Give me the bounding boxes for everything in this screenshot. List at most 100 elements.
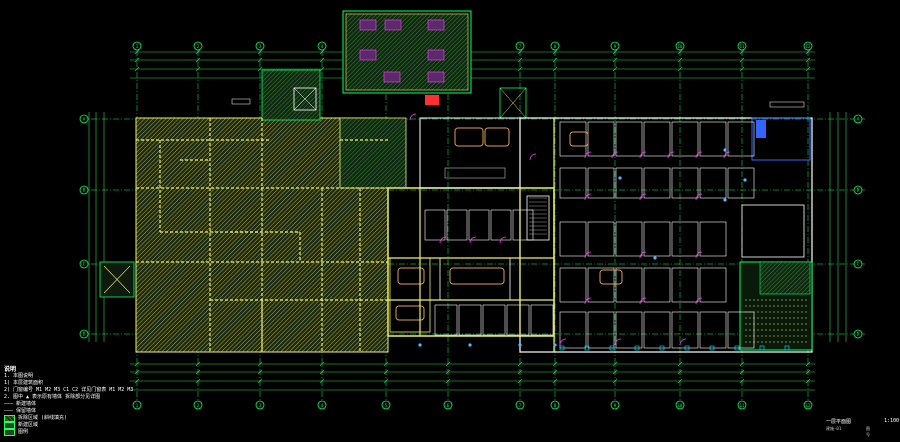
room — [559, 311, 587, 349]
column-marker — [684, 345, 690, 351]
column-marker — [559, 345, 565, 351]
door-swing — [639, 297, 647, 305]
dimension-tick — [677, 369, 683, 375]
grid-label-bottom: 8 — [554, 403, 557, 408]
room — [615, 311, 643, 349]
dimension-tick — [257, 378, 263, 384]
dimension-tick — [445, 369, 451, 375]
water-point — [743, 178, 747, 182]
door-swing — [695, 251, 703, 259]
room — [434, 304, 458, 336]
dimension-tick — [739, 369, 745, 375]
shaft-box — [293, 87, 317, 111]
solid-swatch-icon — [4, 429, 15, 436]
legend-note: 2) 门窗编号 M1 M2 M3 C1 C2 详见门窗表 M1 M2 M3 — [4, 387, 134, 393]
room — [671, 311, 699, 349]
grid-label-bottom: 12 — [806, 403, 811, 408]
door-swing — [679, 338, 687, 346]
dimension-tick — [134, 66, 140, 72]
hatched-annex — [339, 117, 407, 189]
room — [587, 167, 615, 199]
dimension-tick — [195, 361, 201, 367]
dimension-tick — [195, 369, 201, 375]
room — [727, 121, 755, 157]
dimension-tick — [805, 378, 811, 384]
grid-bubble-bottom — [737, 400, 747, 410]
room — [671, 167, 699, 199]
room — [671, 221, 699, 257]
water-point — [723, 198, 727, 202]
dimension-tick — [257, 57, 263, 63]
water-point — [723, 148, 727, 152]
dimension-tick — [195, 49, 201, 55]
grid-bubble-bottom — [317, 400, 327, 410]
legend-title: 说明 — [4, 366, 17, 373]
furniture-table — [484, 127, 510, 147]
drawing-scale: 1:100 — [884, 418, 900, 424]
room — [615, 221, 643, 257]
grid-label-top: 12 — [806, 44, 811, 49]
grid-label-top: 8 — [554, 44, 557, 49]
door-swing — [639, 193, 647, 201]
grid-bubble-left — [79, 114, 89, 124]
room — [699, 221, 727, 257]
grid-bubble-top — [675, 41, 685, 51]
dimension-tick — [805, 49, 811, 55]
dimension-tick — [517, 49, 523, 55]
room — [506, 304, 530, 336]
room — [727, 167, 755, 199]
door-swing — [584, 251, 592, 259]
room — [699, 311, 727, 349]
lobby-outline — [419, 117, 521, 189]
dimension-tick — [552, 57, 558, 63]
grid-label-bottom: 7 — [519, 403, 522, 408]
door-swing — [529, 153, 537, 161]
grid-label-bottom: 3 — [259, 403, 262, 408]
red-equipment — [425, 95, 439, 105]
grid-bubble-top — [803, 41, 813, 51]
room — [643, 267, 671, 303]
door-swing — [639, 151, 647, 159]
grid-bubble-right — [853, 114, 863, 124]
grid-label-left: A — [83, 117, 86, 122]
grid-label-right: B — [857, 188, 860, 193]
dimension-tick — [612, 361, 618, 367]
room — [615, 121, 643, 157]
drawing-number: 建施-01 — [826, 426, 842, 431]
column-marker — [609, 345, 615, 351]
door-swing — [559, 338, 567, 346]
door-swing — [695, 297, 703, 305]
dimension-tick — [195, 57, 201, 63]
furniture-table — [395, 305, 425, 321]
room — [559, 267, 587, 303]
dimension-tick — [612, 378, 618, 384]
dimension-tick — [677, 378, 683, 384]
grid-label-left: D — [83, 332, 86, 337]
hatched-annex — [261, 69, 321, 121]
dimension-tick — [552, 66, 558, 72]
dimension-tick — [383, 369, 389, 375]
dimension-tick — [517, 378, 523, 384]
dimension-tick — [739, 57, 745, 63]
dimension-tick — [517, 66, 523, 72]
room — [587, 121, 615, 157]
grid-bubble-top — [515, 41, 525, 51]
legend-note: 1) 本层建筑面积 — [4, 380, 44, 386]
grid-label-right: C — [857, 262, 860, 267]
grid-bubble-bottom — [132, 400, 142, 410]
furniture-table — [569, 131, 589, 147]
toilet-fixture — [359, 19, 377, 31]
dimension-tick — [739, 49, 745, 55]
dimension-tick — [319, 378, 325, 384]
water-point — [418, 343, 422, 347]
dimension-tick — [552, 369, 558, 375]
grid-bubble-left — [79, 259, 89, 269]
water-point — [553, 343, 557, 347]
door-swing — [614, 338, 622, 346]
dimension-tick — [552, 361, 558, 367]
grid-bubble-bottom — [381, 400, 391, 410]
grid-bubble-top — [255, 41, 265, 51]
grid-label-bottom: 5 — [385, 403, 388, 408]
